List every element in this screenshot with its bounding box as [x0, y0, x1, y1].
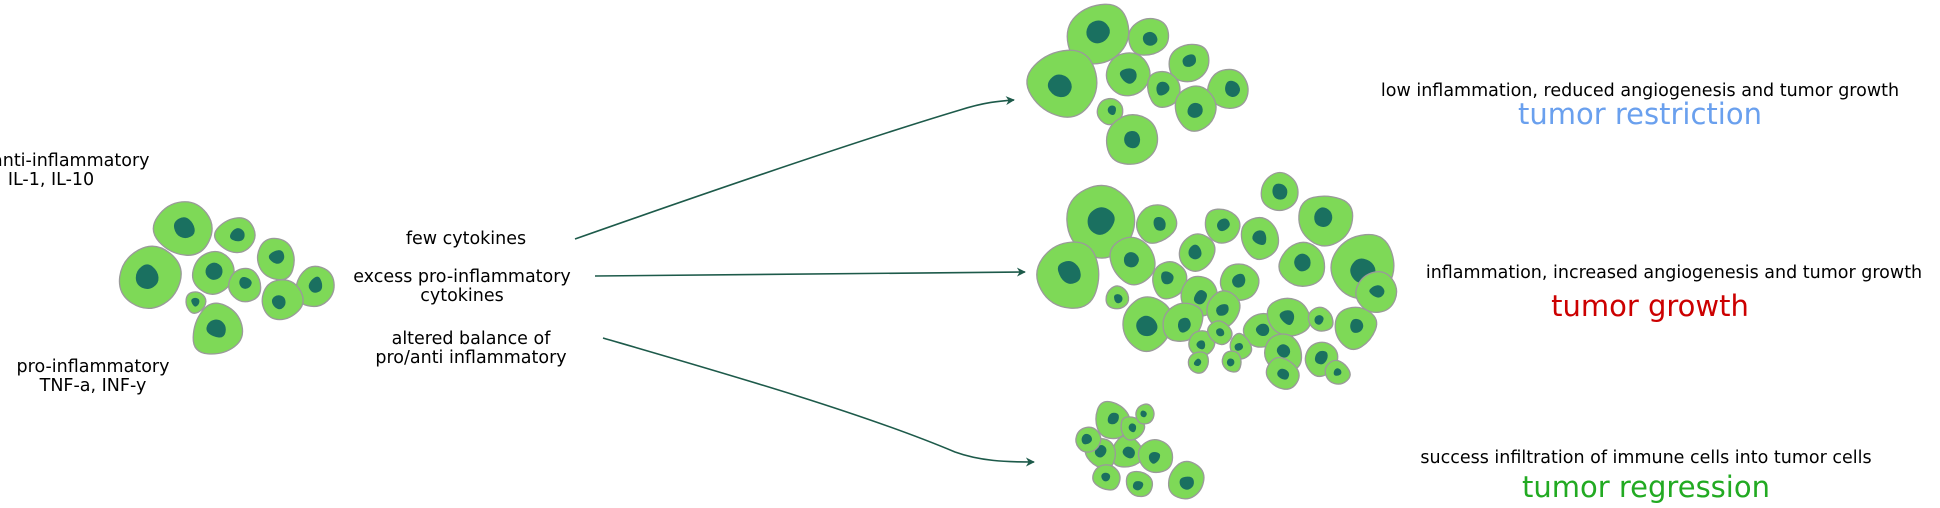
restriction-cluster-nucleus [1187, 102, 1203, 118]
arrows [574, 96, 1035, 467]
restriction-cluster-nucleus [1225, 80, 1241, 97]
growth-cluster-nucleus [1196, 340, 1206, 350]
source-cluster-nucleus [271, 295, 286, 310]
altered-balance-line2: pro/anti inflammatory [375, 348, 567, 368]
regression-cluster-nucleus [1122, 446, 1135, 459]
growth-cluster-nucleus [1057, 261, 1081, 284]
growth-cluster-nucleus [1314, 315, 1324, 325]
growth-cluster-nucleus [1188, 244, 1202, 260]
growth-title: tumor growth [1551, 289, 1749, 323]
growth-cluster-nucleus [1350, 318, 1364, 333]
excess-cytokines-line2: cytokines [420, 286, 504, 306]
pro-inflammatory-line2: TNF-a, INF-y [39, 376, 147, 396]
growth-description: inflammation, increased angiogenesis and… [1425, 263, 1923, 283]
arrow-to-regression [602, 337, 1035, 467]
regression-cluster [1075, 400, 1205, 500]
altered-balance-line1: altered balance of [391, 329, 551, 349]
growth-cluster-nucleus [1193, 290, 1207, 305]
regression-cluster-nucleus [1081, 433, 1093, 445]
anti-inflammatory-label: anti-inflammatory IL-1, IL-10 [0, 151, 150, 190]
growth-cluster-nucleus [1294, 253, 1311, 272]
source-cluster-nucleus [173, 217, 195, 239]
growth-cluster-nucleus [1193, 358, 1202, 367]
source-cluster-nucleus [191, 297, 200, 307]
growth-cluster-nucleus [1369, 285, 1385, 298]
source-cluster-nucleus [205, 262, 223, 280]
growth-cluster-nucleus [1161, 271, 1174, 285]
restriction-cluster [1026, 3, 1249, 165]
regression-cluster-nucleus [1140, 410, 1147, 418]
growth-cluster-nucleus [1279, 310, 1295, 325]
regression-title: tumor regression [1522, 470, 1770, 504]
arrow-to-restriction [574, 96, 1015, 240]
source-cluster-nucleus [206, 319, 226, 338]
regression-cluster-nucleus [1101, 472, 1111, 482]
restriction-cluster-nucleus [1142, 31, 1158, 46]
few-cytokines-label: few cytokines [366, 230, 566, 249]
regression-cluster-nucleus [1128, 423, 1137, 433]
excess-cytokines-line1: excess pro-inflammatory [353, 267, 571, 287]
regression-cluster-nucleus [1107, 412, 1119, 425]
restriction-description: low inflammation, reduced angiogenesis a… [1380, 81, 1900, 101]
restriction-cluster-nucleus [1182, 54, 1197, 67]
arrow-to-growth [594, 267, 1026, 277]
restriction-cluster-nucleus [1119, 68, 1137, 84]
growth-cluster-nucleus [1277, 368, 1290, 380]
regression-cluster-nucleus [1148, 451, 1161, 464]
source-cluster-nucleus [229, 228, 245, 242]
growth-cluster-nucleus [1333, 368, 1342, 376]
growth-cluster-nucleus [1276, 344, 1291, 358]
regression-cluster-nucleus [1132, 481, 1144, 491]
restriction-cluster-nucleus [1124, 130, 1141, 149]
growth-cluster-nucleus [1234, 342, 1244, 351]
restriction-cluster-nucleus [1107, 105, 1117, 116]
source-cluster [118, 201, 335, 355]
growth-cluster [1036, 171, 1398, 390]
growth-cluster-nucleus [1226, 358, 1235, 367]
restriction-title: tumor restriction [1518, 97, 1762, 131]
altered-balance-label: altered balance of pro/anti inflammatory [362, 330, 580, 368]
growth-cluster-nucleus [1314, 350, 1328, 365]
growth-cluster-nucleus [1216, 328, 1225, 337]
anti-inflammatory-line1: anti-inflammatory [0, 151, 150, 171]
source-cluster-nucleus [239, 276, 252, 289]
cell-clusters [118, 3, 1398, 500]
growth-cluster-nucleus [1136, 315, 1158, 337]
growth-cluster-nucleus [1153, 216, 1166, 231]
excess-cytokines-label: excess pro-inflammatory cytokines [344, 268, 580, 306]
growth-cluster-nucleus [1255, 323, 1270, 337]
pro-inflammatory-label: pro-inflammatory TNF-a, INF-y [8, 358, 178, 396]
growth-cluster-nucleus [1252, 230, 1267, 246]
growth-cluster-nucleus [1314, 207, 1333, 228]
regression-description: success infiltration of immune cells int… [1420, 448, 1872, 468]
growth-cluster-nucleus [1114, 294, 1123, 304]
growth-cluster-nucleus [1177, 317, 1191, 333]
restriction-cluster-nucleus [1047, 74, 1072, 98]
growth-cluster-nucleus [1232, 273, 1246, 288]
restriction-cluster-nucleus [1086, 20, 1110, 44]
growth-cluster-nucleus [1123, 252, 1139, 268]
growth-cluster-nucleus [1087, 207, 1115, 235]
source-cluster-nucleus [135, 264, 159, 289]
pro-inflammatory-line1: pro-inflammatory [16, 357, 170, 377]
source-cluster-nucleus [308, 276, 323, 293]
anti-inflammatory-line2: IL-1, IL-10 [7, 170, 95, 190]
growth-cluster-nucleus [1216, 218, 1230, 232]
restriction-cluster-nucleus [1156, 81, 1170, 96]
growth-cluster-nucleus [1272, 183, 1288, 200]
growth-cluster-nucleus [1216, 304, 1229, 316]
few-cytokines-text: few cytokines [405, 229, 527, 249]
regression-cluster-nucleus [1179, 476, 1194, 490]
source-cluster-nucleus [268, 250, 285, 264]
